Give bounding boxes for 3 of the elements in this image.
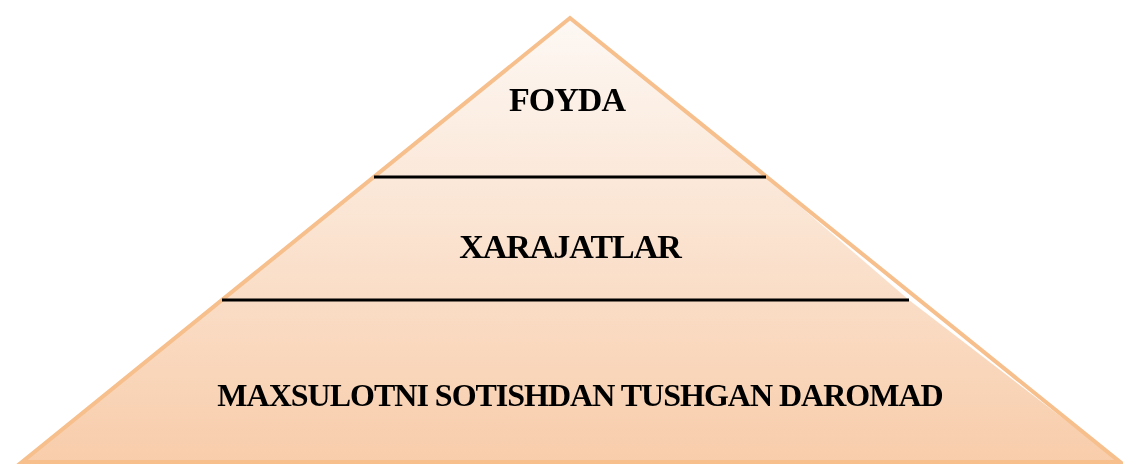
level-label: FOYDA (509, 81, 625, 119)
level-label: XARAJATLAR (459, 228, 681, 266)
level-label: MAXSULOTNI SOTISHDAN TUSHGAN DAROMAD (217, 376, 943, 414)
